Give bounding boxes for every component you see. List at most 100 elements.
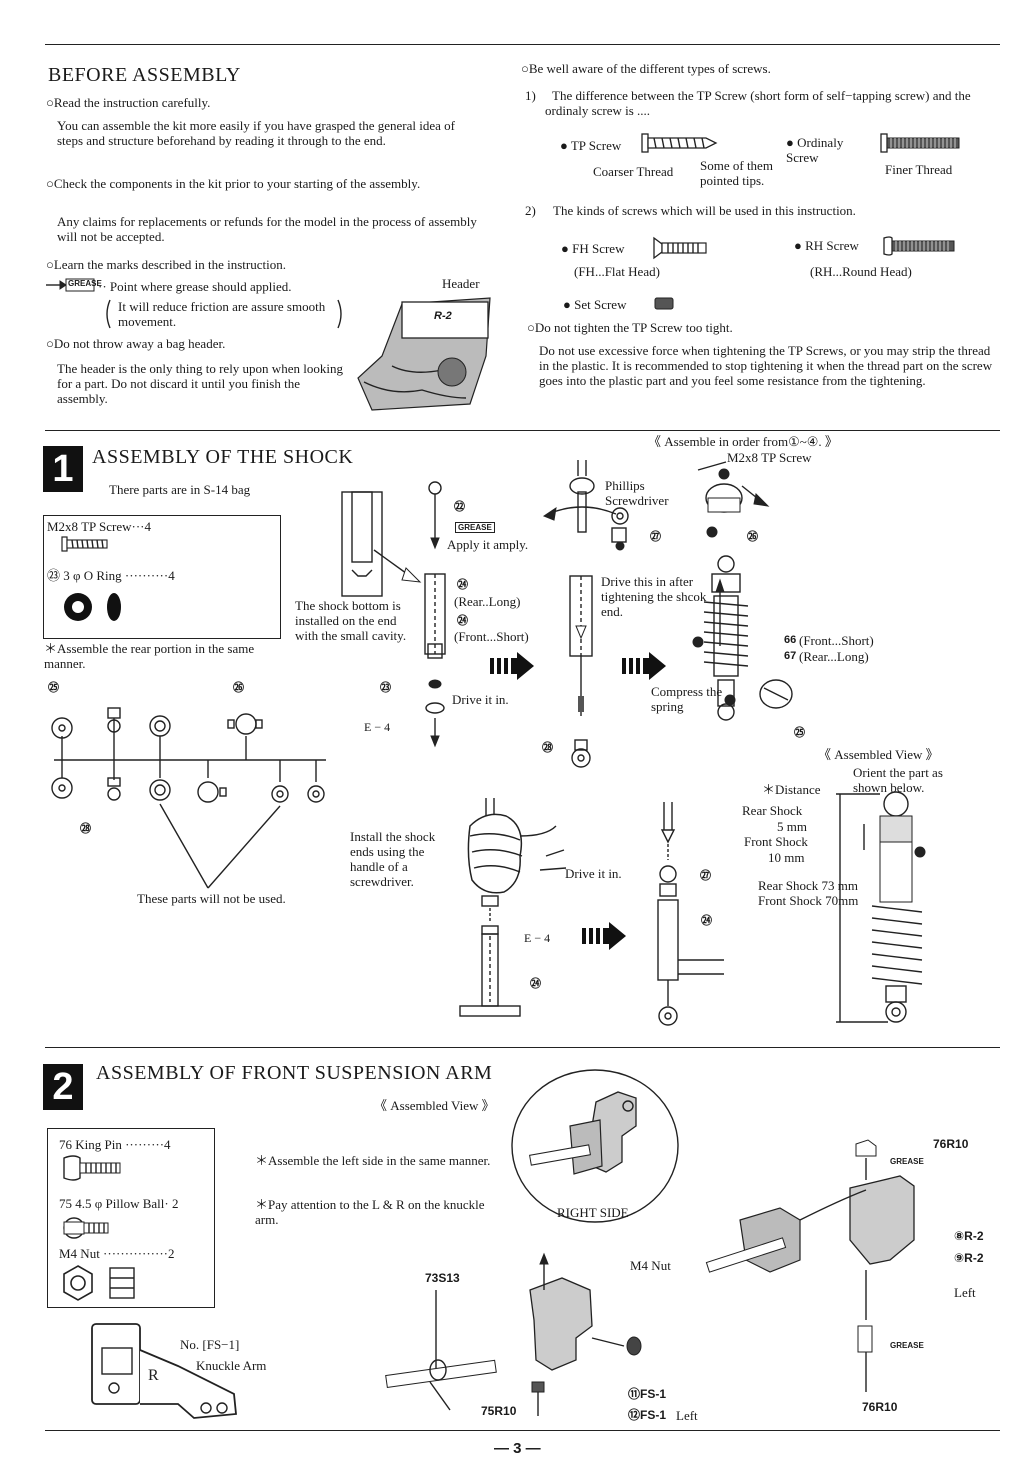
left-side-exploded-drawing: [705, 1139, 915, 1392]
front-shock-mm: 10 mm: [768, 850, 805, 865]
ordinary-screw-icon: [880, 133, 960, 153]
m4-nut-part: M4 Nut ···············2: [59, 1246, 175, 1261]
fs1-a-label: ⑪FS-1: [628, 1387, 667, 1401]
r2a-label: ⑧R-2: [954, 1229, 984, 1243]
next-arrow-2: [622, 652, 666, 680]
pillow-ball-part: 75 4.5 φ Pillow Ball· 2: [59, 1196, 179, 1211]
page-number: — 3 —: [494, 1440, 541, 1457]
screw-types-note: ○Be well aware of the different types of…: [521, 61, 771, 76]
header-body: The header is the only thing to rely upo…: [57, 361, 343, 406]
claims-note: Any claims for replacements or refunds f…: [57, 214, 477, 244]
front-shock-label: Front Shock: [744, 834, 808, 849]
drive-this-note: Drive this in after tightening the shcok…: [601, 574, 707, 619]
fh-screw-icon: [653, 236, 707, 260]
front-short: (Front...Short): [454, 629, 529, 644]
e4-label: E − 4: [364, 720, 391, 734]
grease-tag-label: GREASE: [68, 279, 102, 288]
front-shock-length: Front Shock 70mm: [758, 893, 859, 908]
knuckle-arm-label: Knuckle Arm: [196, 1358, 267, 1373]
grease-mark-icon: GREASE: [46, 278, 102, 292]
rear-long: (Rear..Long): [454, 594, 521, 609]
part-28-label: ㉘: [80, 823, 91, 835]
m4-nut-icon: [63, 1265, 135, 1301]
s13-label: 73S13: [425, 1271, 460, 1285]
grease-tag-shock: GREASE: [455, 522, 495, 533]
r10-label: 75R10: [481, 1404, 517, 1418]
e4-label-b: E − 4: [524, 931, 551, 945]
learn-marks: ○Learn the marks described in the instru…: [46, 257, 286, 272]
before-assembly-title: BEFORE ASSEMBLY: [48, 64, 241, 86]
front-suspension-title: ASSEMBLY OF FRONT SUSPENSION ARM: [96, 1062, 493, 1084]
grease-tag-left-top: GREASE: [890, 1157, 924, 1166]
part-25-label: ㉕: [48, 682, 59, 694]
read-instruction: ○Read the instruction carefully.: [46, 95, 211, 110]
screwdriver-step-drawing: [542, 460, 629, 768]
distance-label: ＊Distance: [762, 782, 821, 797]
front-parts-box: [47, 1128, 215, 1308]
part-67-label: 67: [784, 650, 797, 662]
right-side-view-drawing: [511, 1069, 679, 1223]
part-27-label-b: ㉗: [700, 870, 711, 882]
no-tight-body: Do not use excessive force when tighteni…: [539, 343, 993, 388]
rear-shock-mm: 5 mm: [777, 819, 807, 834]
shock-part-screw: M2x8 TP Screw···4: [47, 519, 151, 534]
next-arrow-3: [582, 922, 626, 950]
orient-note: Orient the part as shown below.: [853, 765, 943, 795]
pointed-tips: Some of them pointed tips.: [700, 158, 773, 188]
front-assembled-view: 《 Assembled View 》: [374, 1098, 495, 1113]
read-instruction-body: You can assemble the kit more easily if …: [57, 118, 455, 148]
shock-parts-box: [43, 515, 281, 639]
part-27-label: ㉗: [650, 531, 661, 543]
m2x8-screw-icon: [61, 536, 108, 552]
knuckle-exploded-drawing: [385, 1252, 642, 1416]
fh-sub: (FH...Flat Head): [574, 264, 660, 279]
ordinaly-screw-label: ● Ordinaly Screw: [786, 135, 844, 165]
front-short-2: (Front...Short): [799, 633, 874, 648]
right-side-label: RIGHT SIDE: [557, 1205, 629, 1220]
shock-bottom-arrow: [373, 549, 422, 583]
part-26-label: ㉖: [233, 682, 244, 694]
pillow-ball-icon: [63, 1217, 109, 1239]
section2-rule: [45, 1047, 1000, 1048]
lr-note: ＊Pay attention to the L & R on the knuck…: [255, 1197, 485, 1227]
install-handle-drawing: [459, 798, 567, 1017]
o-ring-icon: [64, 593, 121, 621]
king-pin-part: 76 King Pin ·········4: [59, 1137, 171, 1152]
no-tight-note: ○Do not tighten the TP Screw too tight.: [527, 320, 733, 335]
shock-title: ASSEMBLY OF THE SHOCK: [92, 446, 354, 468]
tp-screw-label: ● TP Screw: [560, 138, 622, 153]
compress-spring: Compress the spring: [651, 684, 723, 714]
install-note: Install the shock ends using the handle …: [350, 829, 436, 889]
next-arrow-1: [490, 652, 534, 680]
coarser-thread: Coarser Thread: [593, 164, 674, 179]
grease-note-brackets: [106, 299, 342, 329]
rear-shock-length: Rear Shock 73 mm: [758, 878, 859, 893]
part-24-label-a: ㉔: [457, 579, 468, 591]
drive-it-in: Drive it in.: [452, 692, 509, 707]
grease-point-text: ·· Point where grease should applied.: [98, 279, 292, 294]
rh-sub: (RH...Round Head): [810, 264, 912, 279]
r2b-label: ⑨R-2: [954, 1251, 984, 1265]
part-24-label-c: ㉔: [530, 978, 541, 990]
fs1-b-label: ⑫FS-1: [628, 1408, 667, 1422]
diff-text: The difference between the TP Screw (sho…: [545, 88, 971, 118]
assembled-shock-drawing: [836, 791, 926, 1023]
phillips-screwdriver: Phillips Screwdriver: [605, 478, 669, 508]
fs1-left-label: Left: [676, 1408, 698, 1423]
fh-screw-label: ● FH Screw: [561, 241, 625, 256]
king-pin-icon: [63, 1155, 121, 1181]
grease-tag-left-bottom: GREASE: [890, 1341, 924, 1350]
no-throw-header: ○Do not throw away a bag header.: [46, 336, 226, 351]
m4-nut-label: M4 Nut: [630, 1258, 671, 1273]
part-28-label-b: ㉘: [542, 742, 553, 754]
check-components: ○Check the components in the kit prior t…: [46, 176, 421, 191]
part-72-label: ㉒: [454, 501, 465, 513]
rear-portion-note: ＊Assemble the rear portion in the same m…: [44, 641, 255, 671]
step-1-badge: 1: [43, 446, 83, 492]
fs1-label: No. [FS−1]: [180, 1337, 240, 1352]
parts-bag-illustration: R-2: [352, 286, 502, 412]
part-66-label: 66: [784, 634, 797, 646]
assemble-order: 《 Assemble in order from①~④. 》: [648, 434, 838, 449]
tp-screw-icon: [641, 133, 718, 153]
drive-it-in-2: Drive it in.: [565, 866, 622, 881]
